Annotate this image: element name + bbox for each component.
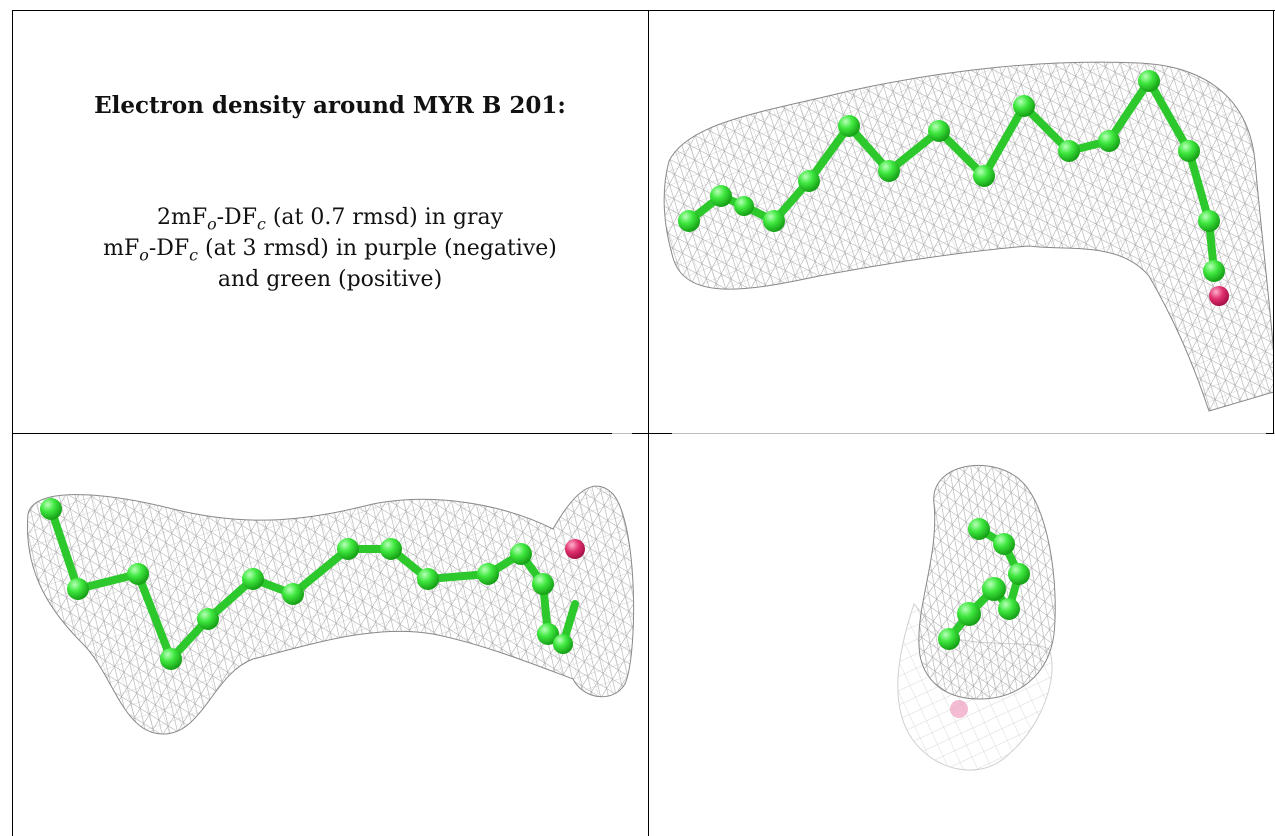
table-row-divider-tick-right <box>1266 433 1274 434</box>
oxygen-atom <box>565 539 585 559</box>
myr-ligand-model <box>678 70 1229 306</box>
density-image-side-view <box>663 61 1273 412</box>
caption-title: Electron density around MYR B 201: <box>94 92 566 119</box>
legend-line-green: and green (positive) <box>217 267 443 292</box>
legend-line-2mfo: 2mFo-DFc (at 0.7 rmsd) in gray <box>156 205 504 234</box>
table-top-border <box>12 10 1275 11</box>
oxygen-atom <box>1209 286 1229 306</box>
table-center-divider <box>648 10 649 836</box>
table-left-border <box>12 10 13 836</box>
density-image-end-view <box>897 464 1056 771</box>
density-image-front-view <box>26 485 635 735</box>
caption-legend: 2mFo-DFc (at 0.7 rmsd) in gray mFo-DFc (… <box>12 202 648 295</box>
legend-line-mfo: mFo-DFc (at 3 rmsd) in purple (negative) <box>103 236 557 265</box>
caption-cell: Electron density around MYR B 201: 2mFo-… <box>12 0 648 432</box>
density-view-bottom-right <box>649 434 1273 836</box>
oxygen-atom <box>950 700 968 718</box>
density-view-top-right <box>649 11 1273 433</box>
table-right-border <box>1273 10 1274 434</box>
table-row-divider-tick-mid <box>632 433 672 434</box>
table-row-divider-tick-left <box>12 433 612 434</box>
density-view-bottom-left <box>13 434 648 836</box>
myr-ligand-model <box>40 498 585 670</box>
myr-ligand-model <box>938 518 1030 718</box>
